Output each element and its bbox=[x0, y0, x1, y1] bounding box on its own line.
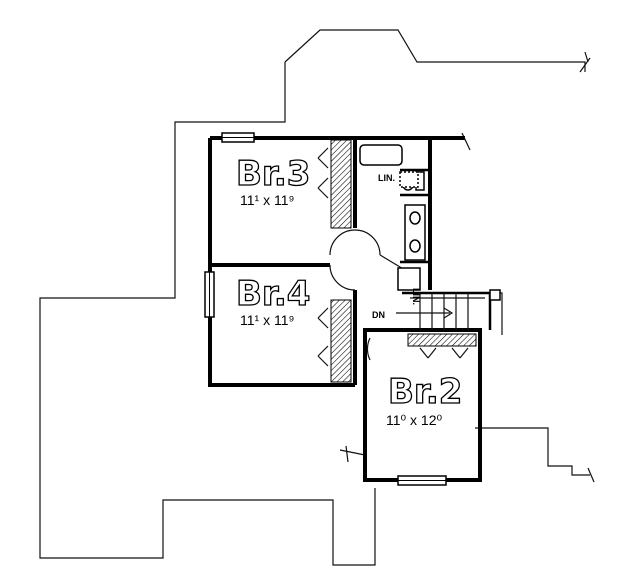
room-size-br2: 11⁰ x 12⁰ bbox=[386, 412, 442, 428]
room-name-br2: Br.2 bbox=[388, 372, 462, 412]
room-name-br3: Br.3 bbox=[236, 154, 310, 194]
stair bbox=[396, 289, 503, 335]
room-name-br4: Br.4 bbox=[236, 274, 310, 314]
windows bbox=[204, 132, 447, 486]
exterior-walls bbox=[208, 136, 482, 482]
room-size-br3: 11¹ x 11⁹ bbox=[240, 192, 295, 208]
small-labels: LIN. LIN. DN bbox=[372, 173, 421, 320]
linen-closets bbox=[397, 171, 421, 291]
linen-label-side: LIN. bbox=[411, 288, 421, 305]
bathroom-fixtures bbox=[359, 144, 426, 261]
room-labels: Br.3 11¹ x 11⁹ Br.4 11¹ x 11⁹ Br.2 11⁰ x… bbox=[235, 153, 463, 428]
closets bbox=[317, 139, 477, 383]
linen-label-top: LIN. bbox=[378, 173, 395, 183]
roof-outline bbox=[39, 29, 595, 566]
room-size-br4: 11¹ x 11⁹ bbox=[240, 312, 295, 328]
stair-down-label: DN bbox=[372, 310, 385, 320]
